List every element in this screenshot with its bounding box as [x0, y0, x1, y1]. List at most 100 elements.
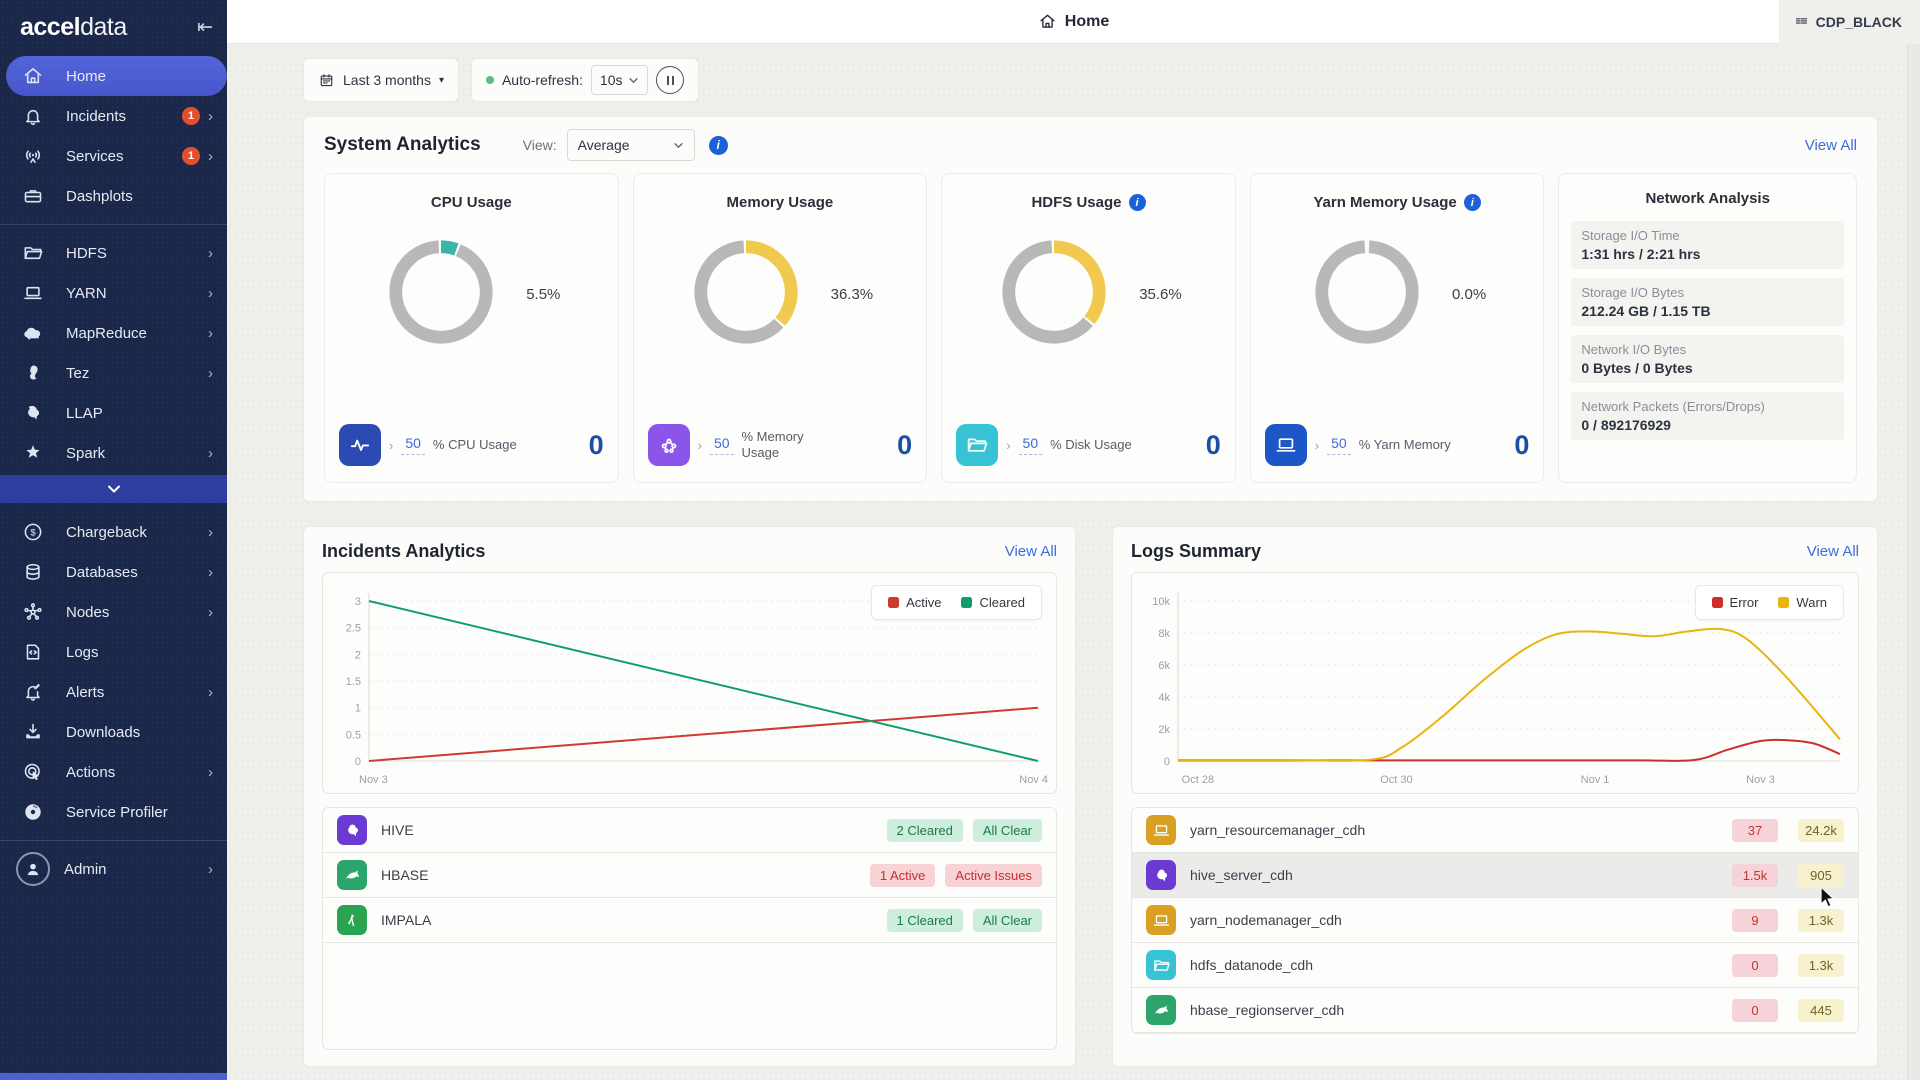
auto-refresh-group: Auto-refresh: 10s — [470, 58, 700, 102]
app-logo[interactable]: acceldata — [20, 13, 127, 42]
sidebar-scroll-expander[interactable] — [0, 475, 227, 503]
time-range-picker[interactable]: Last 3 months ▾ — [303, 58, 459, 102]
logs-view-all-link[interactable]: View All — [1806, 543, 1859, 560]
view-mode-select[interactable]: Average — [566, 129, 695, 161]
metric-icon — [956, 424, 999, 466]
notification-badge: 1 — [182, 147, 200, 165]
legend-item-cleared[interactable]: Cleared — [961, 595, 1025, 610]
status-badge: Active Issues — [945, 863, 1042, 887]
home-icon — [22, 65, 44, 87]
bell-edit-icon — [22, 681, 44, 703]
sidebar-item-llap[interactable]: LLAP — [0, 393, 227, 433]
sidebar-item-hdfs[interactable]: HDFS› — [0, 233, 227, 273]
database-icon — [22, 561, 44, 583]
refresh-interval-select[interactable]: 10s — [590, 65, 649, 95]
sidebar-item-label: Dashplots — [66, 187, 133, 205]
threshold-value[interactable]: 50 — [1018, 435, 1043, 455]
legend-item-error[interactable]: Error — [1711, 595, 1758, 610]
threshold-value[interactable]: 50 — [1327, 435, 1351, 455]
sidebar-item-chargeback[interactable]: $Chargeback› — [0, 512, 227, 552]
sidebar-item-spark[interactable]: Spark› — [0, 433, 227, 473]
incidents-view-all-link[interactable]: View All — [1004, 543, 1057, 560]
log-source-name: yarn_nodemanager_cdh — [1190, 912, 1342, 928]
donut-value: 35.6% — [1139, 286, 1182, 303]
error-count-badge: 0 — [1732, 998, 1778, 1022]
seahorse-icon — [22, 362, 44, 384]
sidebar-item-home[interactable]: Home — [6, 56, 227, 96]
auto-refresh-label: Auto-refresh: — [501, 72, 583, 88]
cluster-selector[interactable]: CDP_BLACK — [1778, 0, 1920, 44]
legend-item-warn[interactable]: Warn — [1778, 595, 1827, 610]
sidebar-item-alerts[interactable]: Alerts› — [0, 672, 227, 712]
view-mode-value: Average — [577, 137, 630, 153]
warn-count-badge: 24.2k — [1798, 818, 1844, 842]
sidebar-item-label: MapReduce — [66, 324, 147, 342]
sidebar-item-dashplots[interactable]: Dashplots — [0, 176, 227, 216]
sidebar-item-mapreduce[interactable]: MapReduce› — [0, 313, 227, 353]
scrollbar[interactable] — [1907, 44, 1920, 1080]
system-view-all-link[interactable]: View All — [1804, 136, 1857, 154]
svg-text:1: 1 — [355, 703, 361, 715]
gauge-title: Memory Usage — [634, 174, 927, 211]
cluster-name: CDP_BLACK — [1815, 14, 1902, 30]
gauge-title: CPU Usage — [325, 174, 618, 211]
series-error — [1178, 738, 1841, 762]
sidebar-item-admin[interactable]: Admin› — [0, 849, 227, 889]
sidebar-item-downloads[interactable]: Downloads — [0, 712, 227, 752]
legend-item-active[interactable]: Active — [888, 595, 941, 610]
sidebar-item-label: Service Profiler — [66, 803, 168, 821]
threshold-value[interactable]: 50 — [709, 435, 734, 455]
system-analytics-header: System Analytics View: Average i View Al… — [324, 129, 1857, 161]
info-icon[interactable]: i — [1128, 194, 1146, 211]
info-icon[interactable]: i — [708, 135, 728, 155]
sidebar-item-service-profiler[interactable]: Service Profiler — [0, 792, 227, 832]
donut-chart: 36.3% — [634, 233, 927, 356]
sidebar-item-databases[interactable]: Databases› — [0, 552, 227, 592]
chevron-right-icon: › — [697, 437, 702, 453]
sidebar-item-logs[interactable]: Logs — [0, 632, 227, 672]
service-icon — [1146, 995, 1176, 1025]
chevron-right-icon: › — [1006, 437, 1011, 453]
series-active — [368, 706, 1039, 762]
sidebar-item-actions[interactable]: Actions› — [0, 752, 227, 792]
sidebar-item-label: Admin — [64, 860, 107, 878]
avatar — [16, 852, 50, 886]
info-icon[interactable]: i — [1463, 194, 1481, 211]
legend-label: Cleared — [979, 595, 1025, 610]
time-range-value: Last 3 months — [343, 72, 431, 88]
sidebar-collapse-icon[interactable]: ⇤ — [197, 16, 213, 38]
llap-icon — [22, 402, 44, 424]
svg-text:Oct 28: Oct 28 — [1182, 774, 1214, 786]
hive-icon — [343, 821, 362, 840]
threshold-value[interactable]: 50 — [401, 435, 425, 455]
svg-text:$: $ — [30, 527, 36, 538]
sidebar-item-label: YARN — [66, 284, 107, 302]
metric-count: 0 — [1205, 429, 1221, 460]
logs-header: Logs Summary View All — [1131, 541, 1859, 562]
sidebar-item-tez[interactable]: Tez› — [0, 353, 227, 393]
chevron-right-icon: › — [208, 763, 213, 781]
sidebar-logo-row: acceldata ⇤ — [0, 0, 227, 48]
pause-refresh-button[interactable] — [656, 66, 685, 94]
main-content: Last 3 months ▾ Auto-refresh: 10s System… — [227, 44, 1920, 1080]
legend-swatch — [961, 597, 973, 608]
sidebar-item-nodes[interactable]: Nodes› — [0, 592, 227, 632]
sidebar-item-yarn[interactable]: YARN› — [0, 273, 227, 313]
